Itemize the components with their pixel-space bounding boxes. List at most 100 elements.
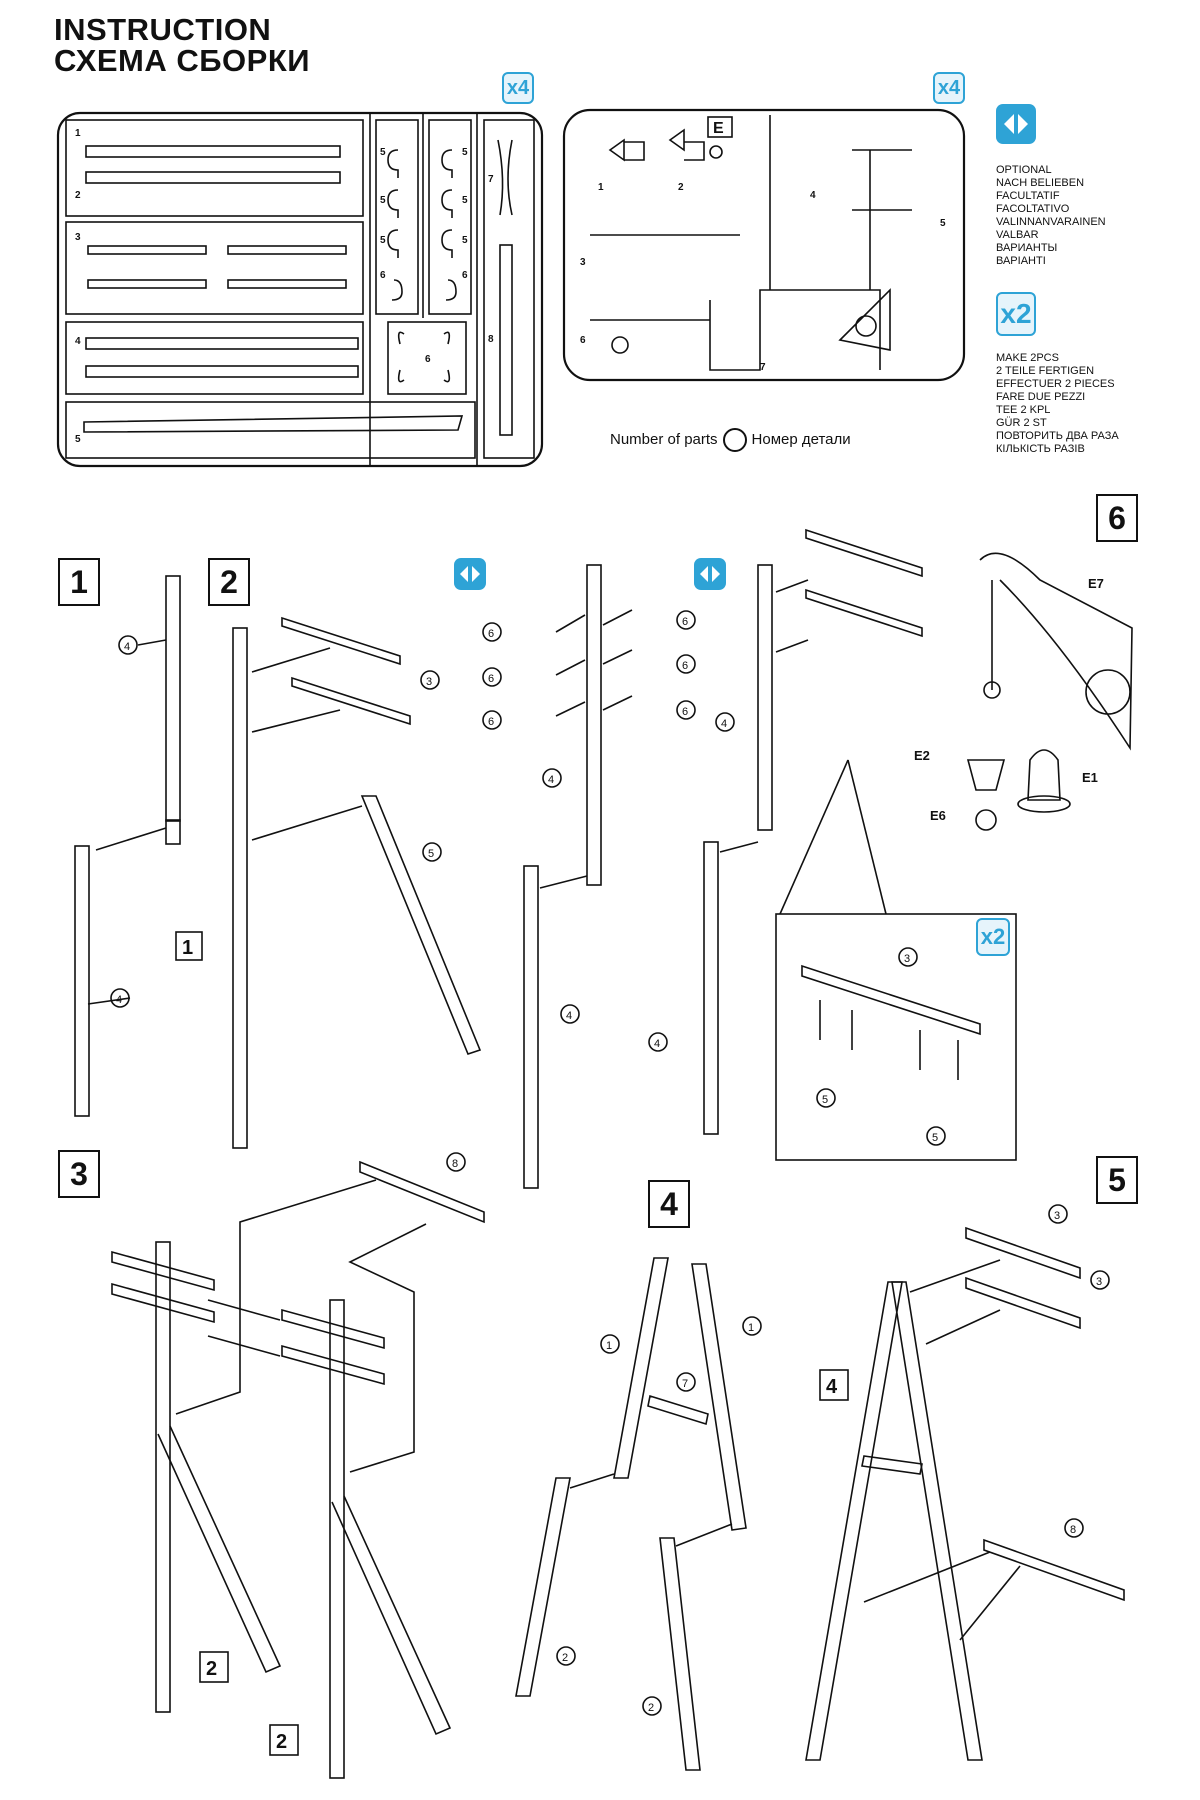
svg-text:1: 1 [748,1322,754,1334]
step2b-drawing: 6 6 6 6 6 6 4 4 [482,564,696,1189]
make-two-line: TEE 2 KPL [996,404,1051,416]
svg-text:5: 5 [462,235,468,246]
svg-text:5: 5 [932,1132,938,1144]
svg-text:4: 4 [548,774,554,786]
svg-text:3: 3 [1096,1276,1102,1288]
svg-text:3: 3 [75,232,81,243]
svg-text:3: 3 [904,953,910,965]
svg-text:7: 7 [488,174,494,185]
step6-drawing: E7 E2 E1 E6 [914,552,1133,831]
svg-text:6: 6 [682,616,688,628]
svg-text:6: 6 [488,716,494,728]
svg-text:5: 5 [380,195,386,206]
svg-text:2: 2 [276,1731,287,1753]
title-line-en: INSTRUCTION [54,12,272,47]
svg-text:2: 2 [75,190,81,201]
make-two-legend: MAKE 2pcs 2 TEILE FERTIGEN EFFECTUER 2 P… [996,352,1119,456]
step-5-badge: 5 [1096,1156,1138,1204]
svg-text:5: 5 [462,147,468,158]
optional-line: OPTIONAL [996,164,1052,176]
svg-text:E1: E1 [1082,770,1098,785]
svg-text:5: 5 [940,218,946,229]
svg-text:E2: E2 [914,748,930,763]
step5-drawing: 3 3 8 4 [805,1204,1125,1761]
make-two-line: MAKE 2pcs [996,352,1059,364]
svg-text:8: 8 [1070,1524,1076,1536]
step-2-badge: 2 [208,558,250,606]
make-two-line: КІЛЬКІСТЬ РАЗІВ [996,443,1085,455]
step4-drawing: 1 1 7 2 2 [515,1257,762,1771]
svg-text:4: 4 [721,718,727,730]
optional-line: ВАРІАНТІ [996,255,1046,267]
svg-text:4: 4 [75,336,81,347]
sprue-right-multiplier: x4 [933,72,965,104]
optional-arrows-icon [996,104,1036,144]
make-two-line: GÜR 2 ST [996,417,1047,429]
step1-drawing: 4 4 [74,575,181,1117]
sprue-left-multiplier: x4 [502,72,534,104]
svg-text:6: 6 [580,335,586,346]
svg-text:6: 6 [488,673,494,685]
step-1-badge: 1 [58,558,100,606]
optional-legend: OPTIONAL NACH BELIEBEN FACULTATIF FACOLT… [996,164,1106,268]
svg-text:4: 4 [826,1376,838,1398]
make-two-icon: x2 [996,292,1036,336]
svg-text:5: 5 [462,195,468,206]
title-line-ru: СХЕМА СБОРКИ [54,43,311,78]
detail-make-two-badge: x2 [976,918,1010,956]
svg-text:2: 2 [562,1652,568,1664]
optional-line: NACH BELIEBEN [996,177,1085,189]
svg-text:5: 5 [75,434,81,445]
svg-text:4: 4 [124,641,130,653]
step-3-badge: 3 [58,1150,100,1198]
step-4-badge: 4 [648,1180,690,1228]
svg-text:6: 6 [462,270,468,281]
optional-line: VALINNANVARAINEN [996,216,1106,228]
optional-arrows-icon [694,558,726,590]
svg-text:5: 5 [380,235,386,246]
svg-text:3: 3 [426,676,432,688]
make-two-line: FARE DUE PEZZI [996,391,1086,403]
svg-text:8: 8 [488,334,494,345]
step-6-badge: 6 [1096,494,1138,542]
optional-line: FACOLTATIVO [996,203,1070,215]
sprue-right: E 1 2 3 4 5 6 7 [562,108,966,382]
part-number-circle-icon [722,428,747,452]
svg-text:6: 6 [425,354,431,365]
sprue-right-letter: E [713,120,724,137]
step3-drawing: 8 2 2 [111,1152,485,1779]
optional-arrows-icon [454,558,486,590]
svg-text:6: 6 [488,628,494,640]
svg-text:2: 2 [648,1702,654,1714]
svg-text:4: 4 [116,994,122,1006]
svg-text:E7: E7 [1088,576,1104,591]
make-two-line: ПОВТОРИТЬ ДВА РАЗА [996,430,1119,442]
step2-drawing: 3 5 1 [175,616,482,1149]
step2c-drawing: 4 4 [648,528,923,1135]
optional-line: VALBAR [996,229,1039,241]
make-two-line: EFFECTUER 2 PIECES [996,378,1115,390]
svg-text:8: 8 [452,1158,458,1170]
svg-text:6: 6 [380,270,386,281]
optional-line: ВАРИАНТЫ [996,242,1058,254]
svg-text:6: 6 [682,660,688,672]
svg-text:5: 5 [822,1094,828,1106]
svg-text:1: 1 [182,937,193,959]
svg-text:3: 3 [580,257,586,268]
svg-text:5: 5 [428,848,434,860]
svg-text:E6: E6 [930,808,946,823]
number-of-parts-label: Number of parts [610,430,718,448]
svg-text:3: 3 [1054,1210,1060,1222]
step2-detail: 3 5 5 [775,913,1017,1161]
svg-text:7: 7 [760,362,766,373]
svg-text:1: 1 [598,182,604,193]
svg-text:2: 2 [678,182,684,193]
instruction-title: INSTRUCTION СХЕМА СБОРКИ [54,14,310,76]
svg-text:1: 1 [75,128,81,139]
optional-line: FACULTATIF [996,190,1060,202]
svg-text:1: 1 [606,1340,612,1352]
svg-text:5: 5 [380,147,386,158]
svg-text:6: 6 [682,706,688,718]
